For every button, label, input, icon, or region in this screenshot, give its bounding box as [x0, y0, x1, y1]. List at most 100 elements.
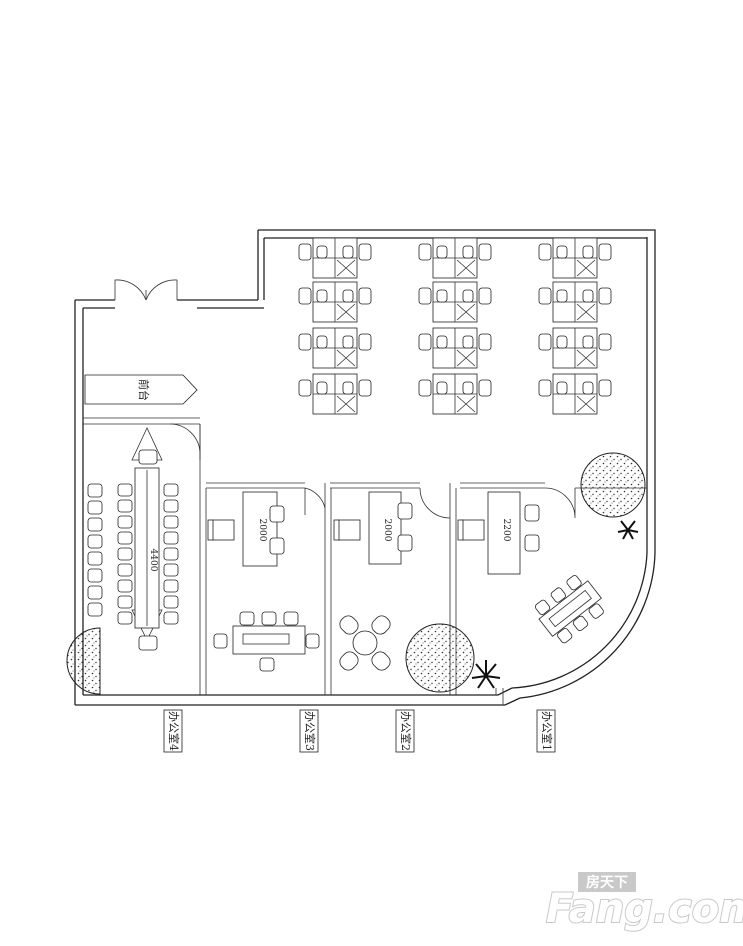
chair-icon: [418, 333, 432, 351]
chair-icon: [478, 243, 492, 261]
chair-icon: [478, 379, 492, 397]
chair-icon: [163, 515, 179, 529]
front-desk: 前台: [84, 374, 198, 405]
chair-icon: [259, 657, 275, 672]
chair-icon: [316, 289, 328, 303]
desk-icon: [538, 327, 612, 369]
chair-icon: [436, 289, 448, 303]
chair-icon: [418, 243, 432, 261]
desk-icon: [538, 281, 612, 323]
chair-icon: [239, 611, 255, 626]
entrance-door: [114, 279, 178, 301]
chair-icon: [117, 611, 133, 625]
chair-icon: [556, 381, 568, 395]
chair-icon: [436, 335, 448, 349]
chair-icon: [298, 379, 312, 397]
chair-icon: [342, 245, 354, 259]
chair-icon: [582, 245, 594, 259]
plant-icon: [580, 452, 646, 518]
chair-icon: [316, 381, 328, 395]
chair-icon: [87, 534, 103, 549]
interior-walls: [83, 417, 647, 695]
chair-icon: [462, 381, 474, 395]
desk-icon: [418, 327, 492, 369]
watermark-logo: 房天下 Fang.com: [545, 872, 743, 933]
office-1-label: 办公室1: [540, 711, 554, 751]
conference-table-dimension: 4400: [148, 549, 158, 572]
desk-icon: [298, 327, 372, 369]
chair-icon: [163, 499, 179, 513]
chair-icon: [342, 381, 354, 395]
chair-icon: [117, 483, 133, 497]
chair-icon: [358, 287, 372, 305]
chair-icon: [418, 287, 432, 305]
chair-icon: [436, 381, 448, 395]
chair-icon: [138, 449, 158, 465]
chair-icon: [117, 499, 133, 513]
chair-icon: [436, 245, 448, 259]
watermark-cn: 房天下: [586, 874, 628, 891]
chair-icon: [117, 515, 133, 529]
chair-icon: [582, 381, 594, 395]
conference-room: 4400: [87, 427, 179, 651]
office-1-desk-dimension: 2200: [501, 519, 511, 542]
chair-icon: [87, 500, 103, 515]
plants: [66, 452, 646, 695]
plant-icon: [471, 520, 639, 689]
chair-icon: [538, 379, 552, 397]
office-3-desk-dimension: 2000: [257, 519, 267, 542]
chair-icon: [298, 333, 312, 351]
office-3-label: 办公室3: [303, 711, 317, 751]
chair-icon: [358, 379, 372, 397]
desk-icon: [298, 281, 372, 323]
office-2-desk-dimension: 2000: [382, 519, 392, 542]
chair-icon: [117, 563, 133, 577]
watermark-en: Fang.com: [546, 886, 743, 932]
chair-icon: [462, 335, 474, 349]
desk-icon: [418, 237, 492, 279]
chair-icon: [478, 287, 492, 305]
chair-icon: [163, 579, 179, 593]
chair-icon: [342, 335, 354, 349]
plant-icon: [66, 627, 101, 695]
chair-icon: [117, 531, 133, 545]
chair-icon: [213, 633, 228, 649]
desk-icon: [298, 237, 372, 279]
desk-icon: [418, 373, 492, 415]
chair-icon: [298, 243, 312, 261]
front-desk-label: 前台: [137, 379, 151, 401]
round-table-icon: [339, 615, 391, 671]
chair-icon: [358, 243, 372, 261]
chair-icon: [117, 579, 133, 593]
desk-icon: [298, 373, 372, 415]
desk-icon: [538, 237, 612, 279]
office-1: 2200: [457, 491, 604, 644]
chair-icon: [283, 611, 299, 626]
chair-icon: [418, 379, 432, 397]
office-2-label: 办公室2: [399, 711, 413, 751]
chair-icon: [598, 243, 612, 261]
chair-icon: [462, 245, 474, 259]
chair-icon: [462, 289, 474, 303]
workstations: [298, 237, 612, 415]
plant-icon: [405, 623, 475, 693]
chair-icon: [163, 547, 179, 561]
office-4-label: 办公室4: [167, 711, 181, 751]
chair-icon: [538, 333, 552, 351]
outer-walls: [74, 229, 656, 706]
chair-icon: [87, 585, 103, 600]
chair-icon: [117, 547, 133, 561]
chair-icon: [87, 483, 103, 498]
chair-icon: [316, 245, 328, 259]
chair-icon: [163, 563, 179, 577]
chair-icon: [261, 611, 277, 626]
chair-icon: [316, 335, 328, 349]
chair-icon: [598, 379, 612, 397]
chair-icon: [298, 287, 312, 305]
office-2: 2000: [333, 491, 413, 671]
chair-icon: [478, 333, 492, 351]
chair-icon: [342, 289, 354, 303]
chair-icon: [358, 333, 372, 351]
chair-icon: [163, 483, 179, 497]
